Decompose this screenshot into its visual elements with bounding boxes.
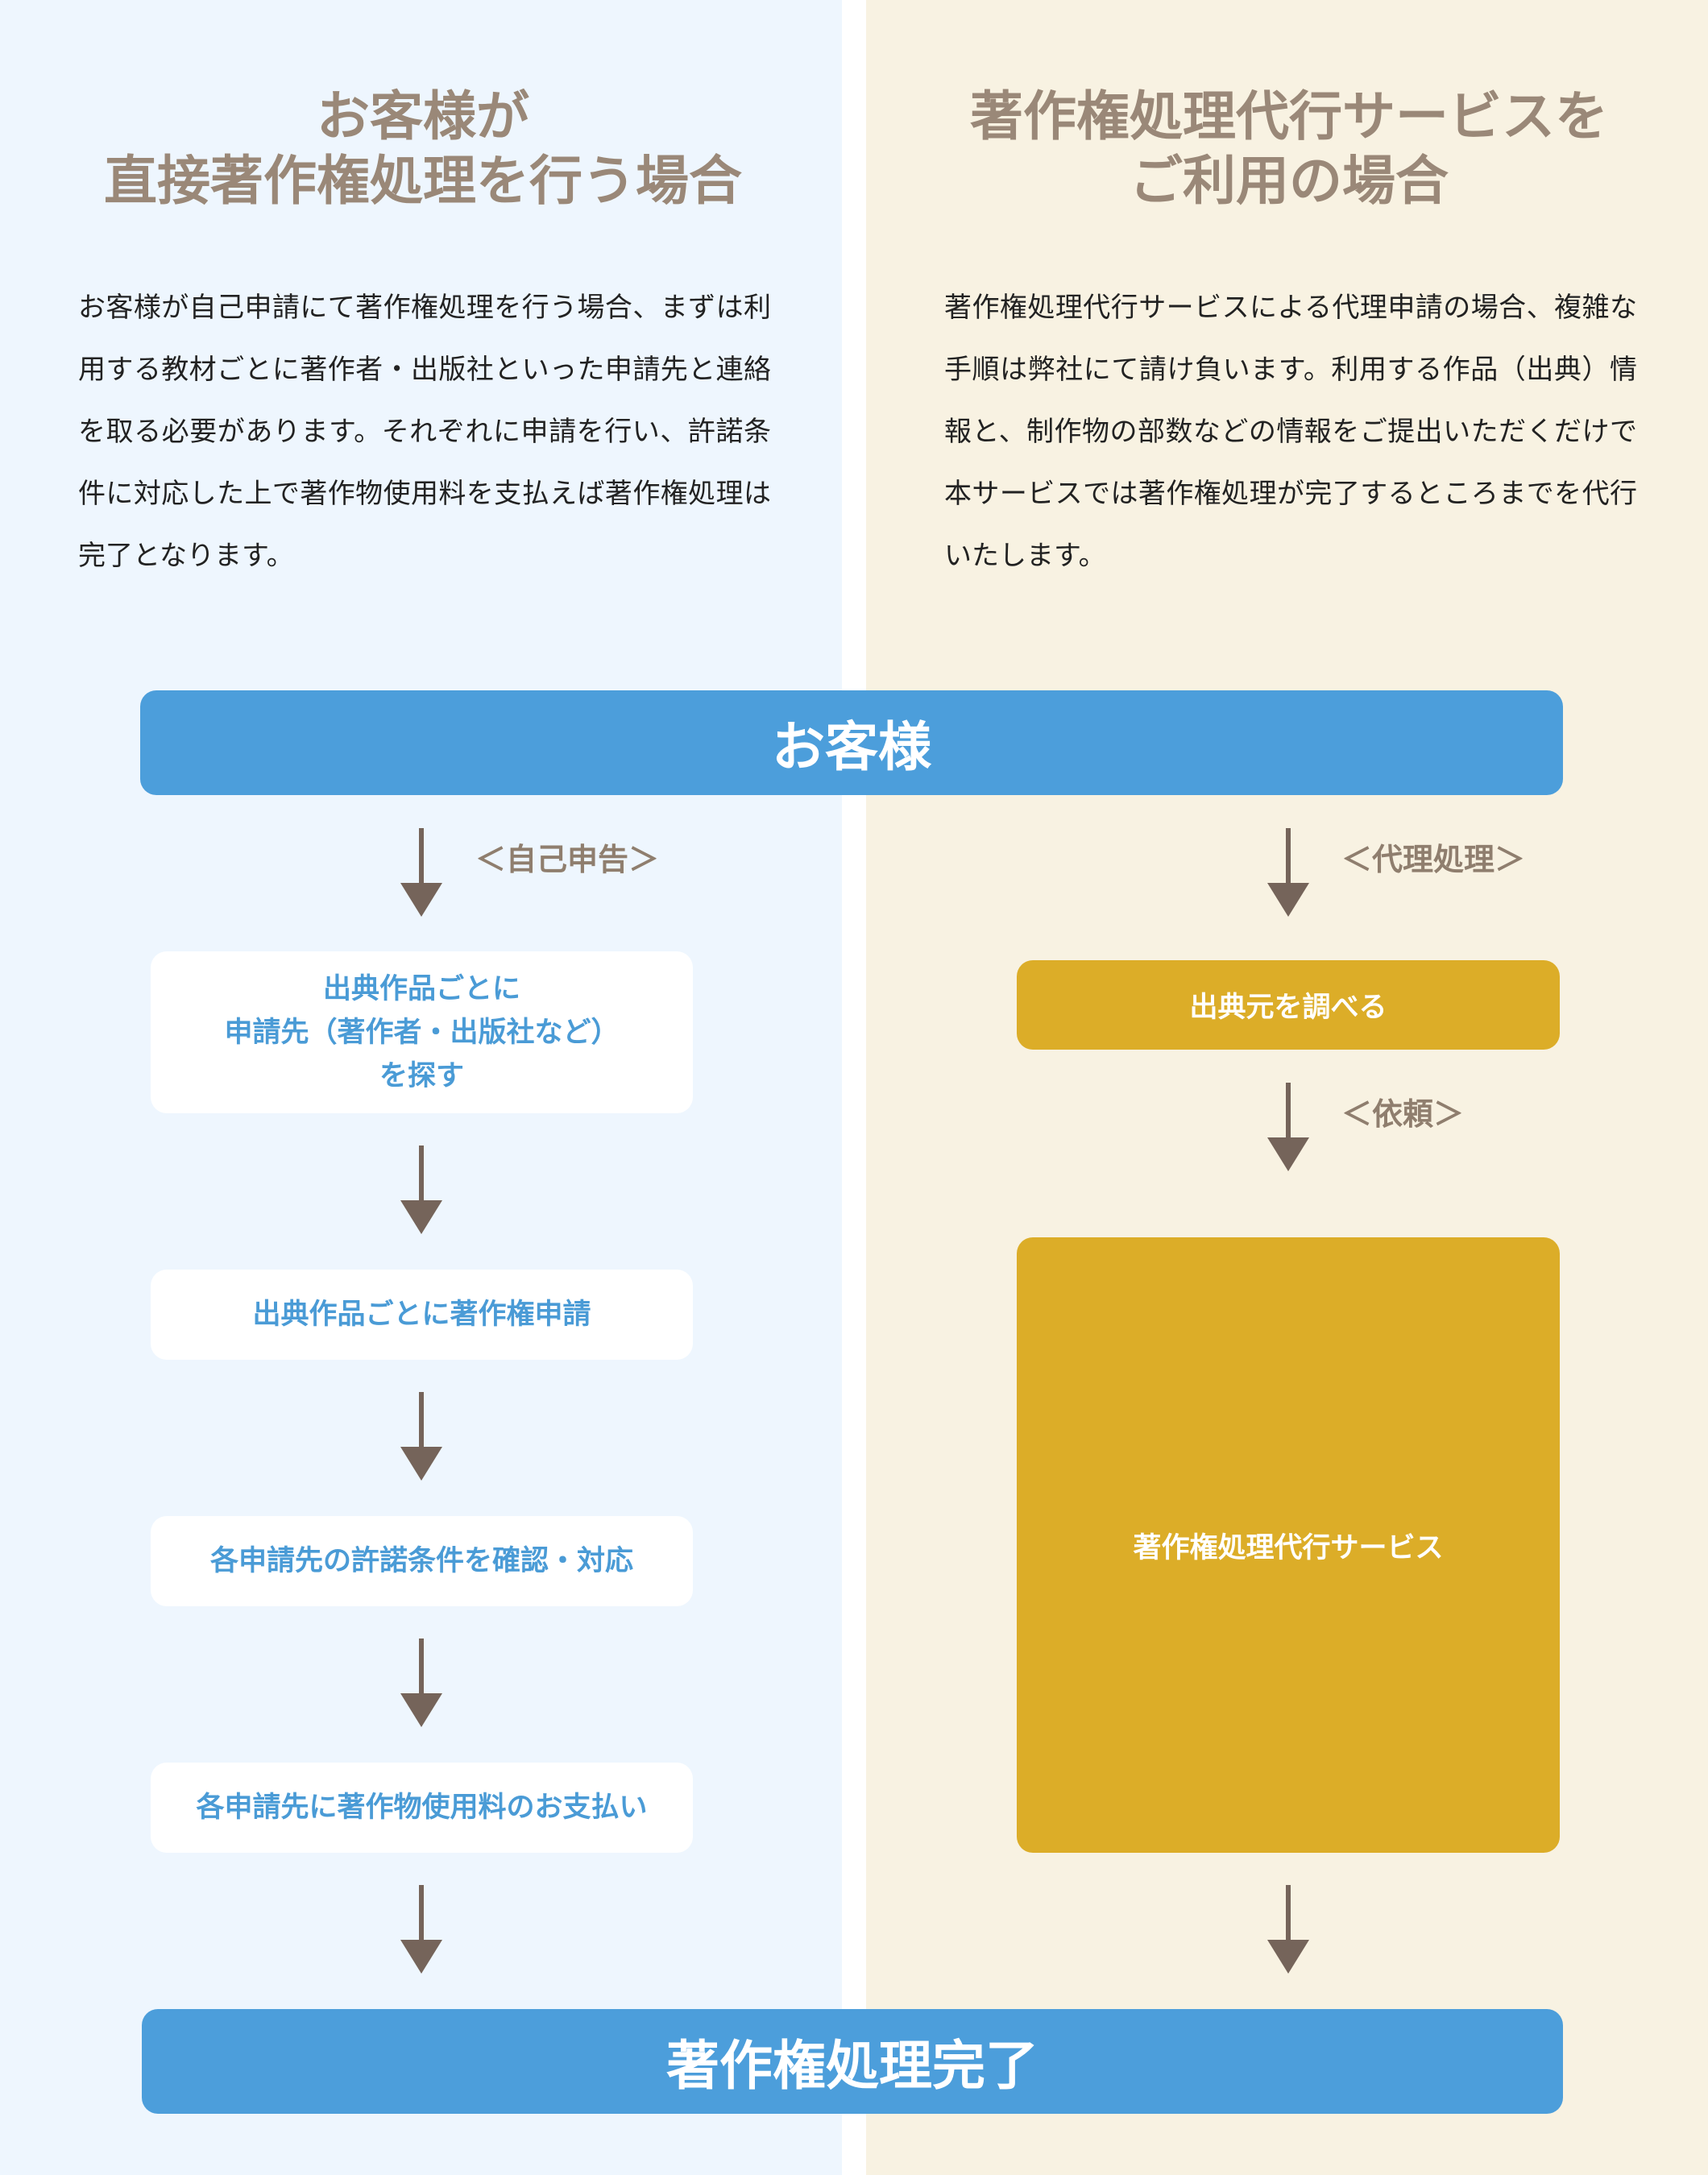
right-column-title: 著作権処理代行サービスを ご利用の場合 — [970, 85, 1608, 212]
arrow-down-icon — [397, 1638, 446, 1729]
step-find-applicant: 出典作品ごとに 申請先（著作者・出版社など） を探す — [151, 951, 693, 1113]
proxy-processing-label: ＜代理処理＞ — [1341, 842, 1526, 877]
step-pay-fees: 各申請先に著作物使用料のお支払い — [151, 1763, 693, 1853]
step-copyright-application: 出典作品ごとに著作権申請 — [151, 1270, 693, 1360]
arrow-down-icon — [397, 1146, 446, 1236]
self-application-label: ＜自己申告＞ — [475, 842, 660, 877]
step-find-source: 出典元を調べる — [1017, 960, 1560, 1050]
arrow-down-icon — [1264, 1083, 1312, 1173]
arrow-down-icon — [397, 1885, 446, 1975]
left-column-title: お客様が 直接著作権処理を行う場合 — [104, 85, 742, 212]
right-description: 著作権処理代行サービスによる代理申請の場合、複雑な手順は弊社にて請け負います。利… — [944, 292, 1637, 572]
step-check-conditions: 各申請先の許諾条件を確認・対応 — [151, 1516, 693, 1606]
arrow-down-icon — [1264, 1885, 1312, 1975]
panel-divider — [842, 0, 866, 2175]
arrow-down-icon — [397, 1392, 446, 1482]
customer-banner: お客様 — [140, 690, 1563, 795]
completion-banner: 著作権処理完了 — [142, 2009, 1563, 2114]
copyright-agency-service: 著作権処理代行サービス — [1017, 1237, 1560, 1853]
left-description: お客様が自己申請にて著作権処理を行う場合、まずは利用する教材ごとに著作者・出版社… — [78, 292, 771, 572]
arrow-down-icon — [1264, 828, 1312, 918]
arrow-down-icon — [397, 828, 446, 918]
request-label: ＜依頼＞ — [1341, 1096, 1465, 1132]
